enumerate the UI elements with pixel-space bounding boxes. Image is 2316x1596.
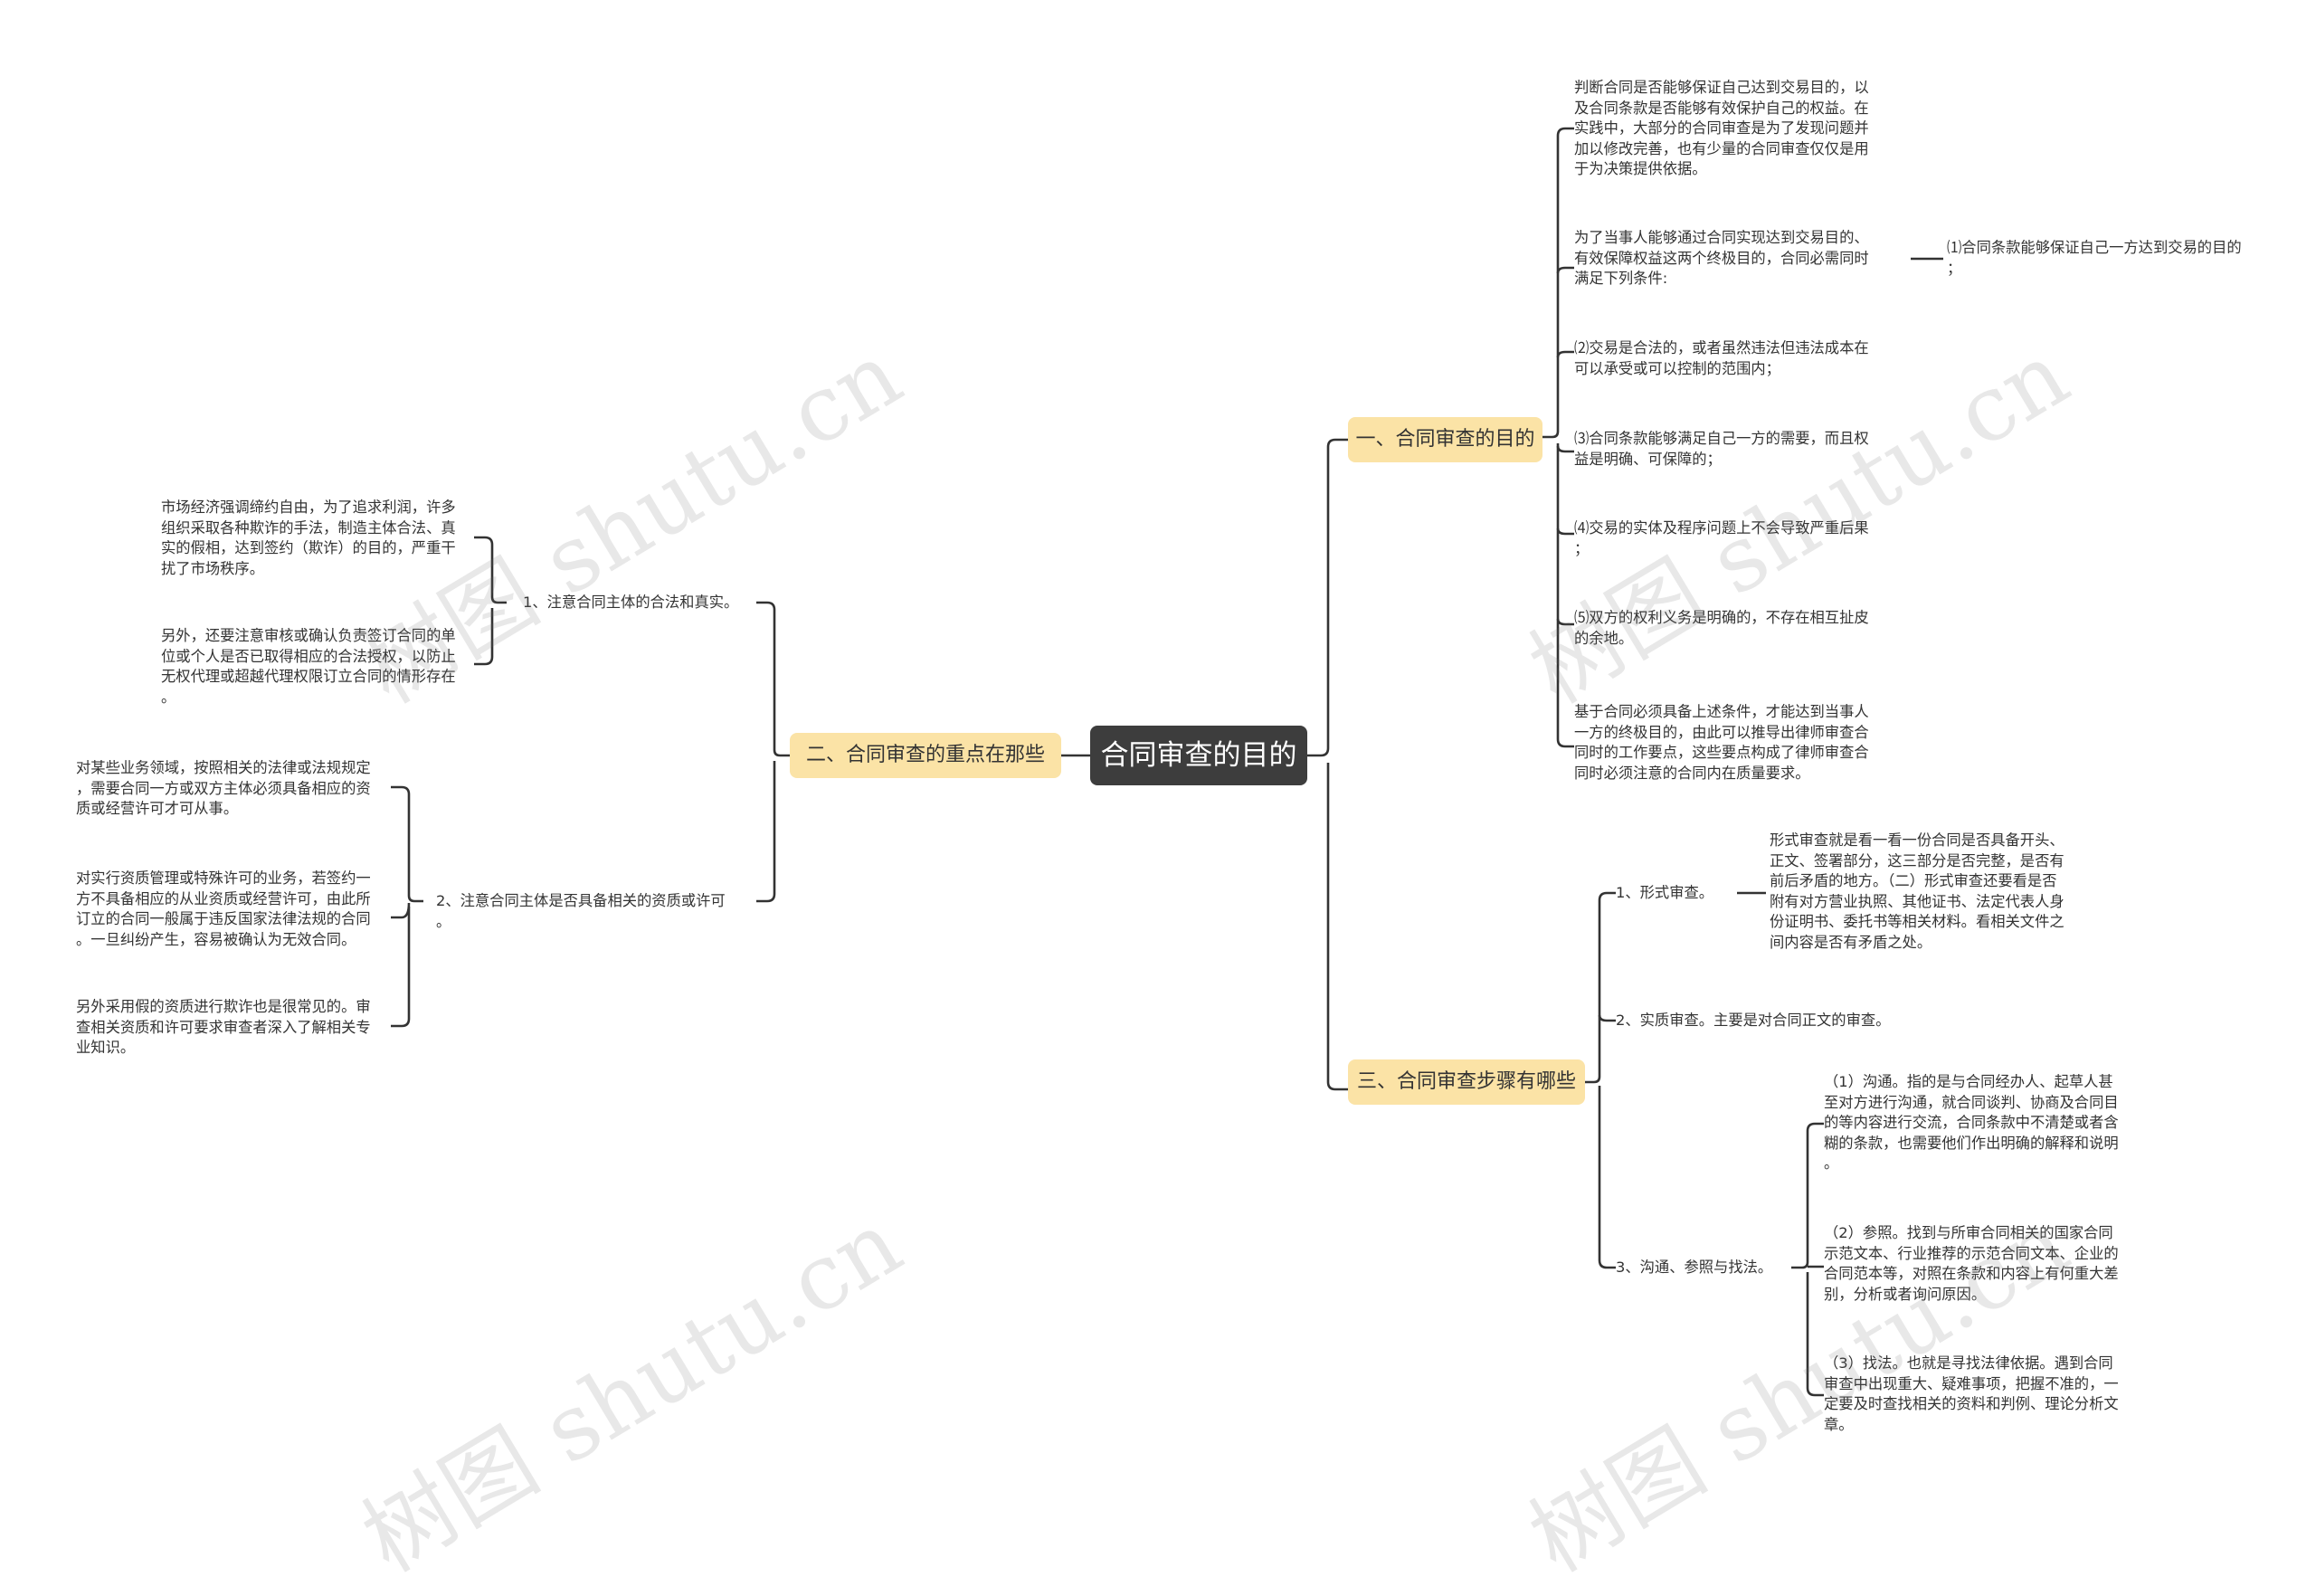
branch-purpose[interactable]: 一、合同审查的目的 bbox=[1348, 417, 1542, 462]
condition-1: ⑴合同条款能够保证自己一方达到交易的目的； bbox=[1947, 239, 2242, 277]
step-3-reference: （2）参照。找到与所审合同相关的国家合同示范文本、行业推荐的示范合同文本、企业的… bbox=[1824, 1224, 2119, 1303]
branch-review-focus[interactable]: 二、合同审查的重点在那些 bbox=[790, 733, 1061, 778]
condition-4: ⑷交易的实体及程序问题上不会导致严重后果； bbox=[1574, 519, 1869, 557]
focus-item-1-text-2: 另外，还要注意审核或确认负责签订合同的单位或个人是否已取得相应的合法授权，以防止… bbox=[161, 627, 456, 706]
connector-lines bbox=[391, 127, 1943, 1397]
step-3-communication: （1）沟通。指的是与合同经办人、起草人甚至对方进行沟通，就合同谈判、协商及合同目… bbox=[1824, 1073, 2119, 1172]
step-3-label[interactable]: 3、沟通、参照与找法。 bbox=[1616, 1259, 1773, 1276]
focus-item-2-label[interactable]: 2、注意合同主体是否具备相关的资质或许可。 bbox=[436, 892, 726, 930]
step-1-text: 形式审查就是看一看一份合同是否具备开头、正文、签署部分，这三部分是否完整，是否有… bbox=[1770, 831, 2064, 951]
step-2-label[interactable]: 2、实质审查。主要是对合同正文的审查。 bbox=[1616, 1012, 1891, 1029]
focus-item-1-label[interactable]: 1、注意合同主体的合法和真实。 bbox=[523, 594, 739, 611]
focus-item-2-text-1: 对某些业务领域，按照相关的法律或法规规定，需要合同一方或双方主体必须具备相应的资… bbox=[76, 759, 371, 817]
root-topic[interactable]: 合同审查的目的 bbox=[1090, 726, 1307, 785]
purpose-conditions-intro: 为了当事人能够通过合同实现达到交易目的、有效保障权益这两个终极目的，合同必需同时… bbox=[1574, 229, 1869, 287]
purpose-conclusion: 基于合同必须具备上述条件，才能达到当事人一方的终极目的，由此可以推导出律师审查合… bbox=[1574, 703, 1869, 782]
focus-item-2-text-3: 另外采用假的资质进行欺诈也是很常见的。审查相关资质和许可要求审查者深入了解相关专… bbox=[76, 998, 371, 1056]
branch-review-steps[interactable]: 三、合同审查步骤有哪些 bbox=[1348, 1059, 1585, 1105]
focus-item-1-text-1: 市场经济强调缔约自由，为了追求利润，许多组织采取各种欺诈的手法，制造主体合法、真… bbox=[161, 499, 456, 577]
condition-2: ⑵交易是合法的，或者虽然违法但违法成本在可以承受或可以控制的范围内； bbox=[1574, 339, 1869, 377]
step-3-find-law: （3）找法。也就是寻找法律依据。遇到合同审查中出现重大、疑难事项，把握不准的，一… bbox=[1824, 1354, 2119, 1433]
focus-item-2-text-2: 对实行资质管理或特殊许可的业务，若签约一方不具备相应的从业资质或经营许可，由此所… bbox=[76, 869, 371, 948]
condition-5: ⑸双方的权利义务是明确的，不存在相互扯皮的余地。 bbox=[1574, 609, 1869, 647]
condition-3: ⑶合同条款能够满足自己一方的需要，而且权益是明确、可保障的； bbox=[1574, 430, 1869, 468]
purpose-text-1: 判断合同是否能够保证自己达到交易目的，以及合同条款是否能够有效保护自己的权益。在… bbox=[1574, 79, 1869, 177]
step-1-label[interactable]: 1、形式审查。 bbox=[1616, 884, 1714, 901]
